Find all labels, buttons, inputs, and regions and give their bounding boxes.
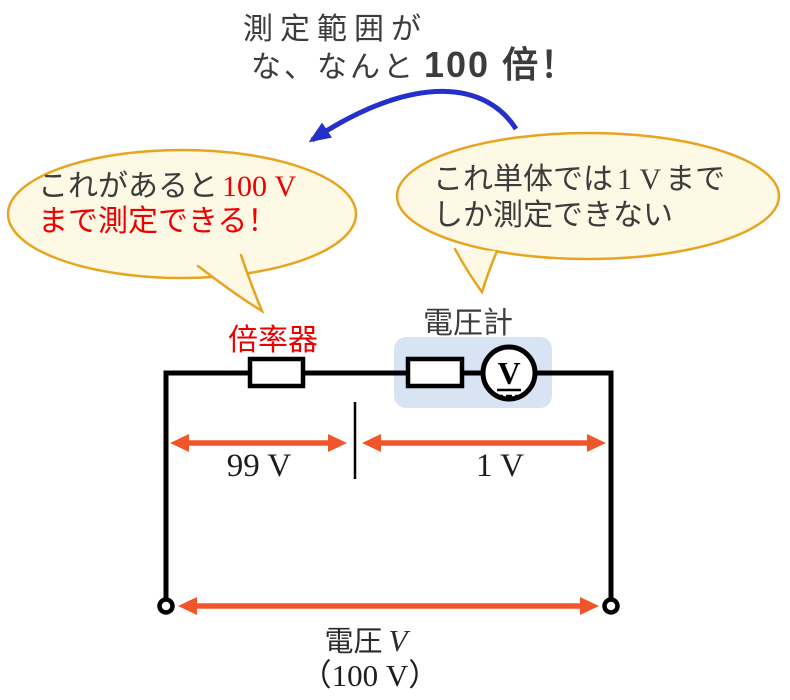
caption-line-2-bold: 100 倍！	[424, 44, 579, 85]
right-bubble-line-2: しか測定できない	[433, 199, 673, 232]
left-speech-bubble-tail	[196, 253, 265, 315]
multiplier-label: 倍率器	[228, 324, 318, 357]
right-bubble-line-1-post: まで	[665, 163, 726, 196]
right-speech-bubble-tail	[453, 247, 499, 295]
terminal-right	[602, 597, 620, 615]
left-bubble-line-1-value: 100 V	[222, 170, 297, 203]
caption-line-1: 測定範囲が	[243, 13, 428, 46]
voltmeter-resistor	[405, 356, 465, 389]
right-bubble-line-1-pre: これ単体では	[433, 163, 613, 196]
arrow-span-1v	[362, 434, 606, 452]
right-speech-bubble-shape	[395, 131, 781, 261]
left-bubble-line-2: まで測定できる！	[38, 205, 278, 238]
circuit-wire	[163, 370, 614, 598]
terminal-left	[157, 597, 175, 615]
voltmeter-dial	[480, 344, 538, 402]
left-bubble-line-1-dark: これがあると	[38, 170, 218, 203]
voltmeter-label: 電圧計	[423, 307, 513, 340]
voltage-label-var: V	[388, 623, 408, 658]
multiplier-resistor	[247, 356, 306, 389]
voltage-value-label: （100 V）	[300, 658, 440, 693]
right-bubble-line-1-value: 1 V	[617, 163, 662, 196]
arrow-span-total	[178, 597, 599, 615]
span-1v-label: 1 V	[476, 448, 524, 484]
voltage-label-name: 電圧	[324, 626, 383, 658]
left-speech-bubble-shape	[6, 148, 358, 280]
voltmeter-symbol: V	[497, 355, 520, 391]
range-expansion-arrow	[308, 88, 519, 143]
arrow-span-99v	[170, 434, 347, 452]
span-99v-label: 99 V	[226, 448, 292, 484]
caption-line-2-normal: な、なんと	[251, 51, 416, 84]
